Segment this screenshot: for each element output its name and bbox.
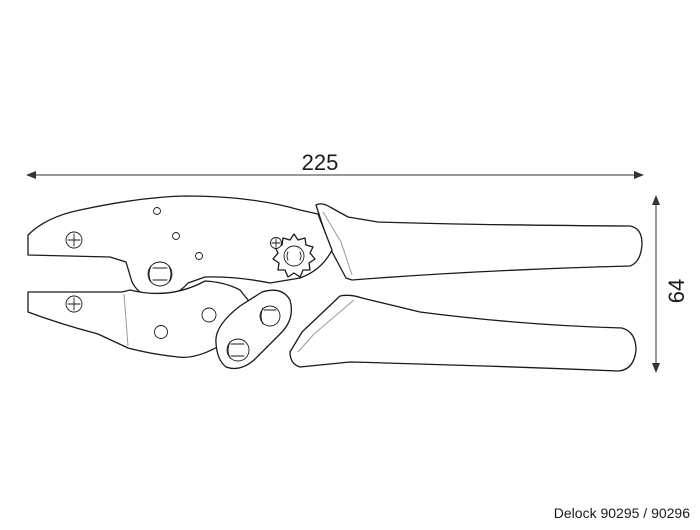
upper-jaw-pivot [147,261,173,287]
length-arrow-right [634,171,644,179]
link-plate-clip-upper [260,307,277,325]
upper-jaw-pivot-clip [148,265,172,283]
link-plate-pivot-upper [259,305,281,327]
ratchet-hub-clip [286,251,302,261]
upper-jaw-hole-1 [153,207,161,215]
length-value: 225 [302,150,339,175]
lower-handle [289,294,637,372]
height-dimension: 64 [652,195,689,373]
lower-jaw [27,280,249,359]
link-plate [215,289,293,370]
lower-handle-ridge [297,299,355,353]
upper-jaw-hole-3 [195,252,203,260]
upper-jaw-screw-slot [67,233,81,247]
lower-jaw-plate [27,280,249,359]
upper-jaw-hole-2 [172,232,180,240]
link-plate-pivot-lower [226,338,250,362]
ratchet-hub [283,245,305,267]
upper-handle-ridge [322,211,353,276]
height-value: 64 [664,279,689,303]
ratchet [270,233,316,278]
height-arrow-top [652,195,660,205]
lower-handle-grip [289,294,637,372]
height-arrow-bottom [652,363,660,373]
length-dimension: 225 [26,150,644,179]
lower-jaw-hole-2 [154,325,168,339]
upper-handle [315,203,643,281]
model-caption: Delock 90295 / 90296 [553,505,690,521]
ratchet-screw-slot [271,238,281,248]
lower-jaw-ridge [123,293,129,347]
lower-jaw-screw-slot [67,297,81,311]
upper-handle-grip [315,203,643,281]
link-plate-clip-lower [227,341,245,359]
lower-jaw-hole-1 [201,307,217,323]
length-arrow-left [26,171,36,179]
